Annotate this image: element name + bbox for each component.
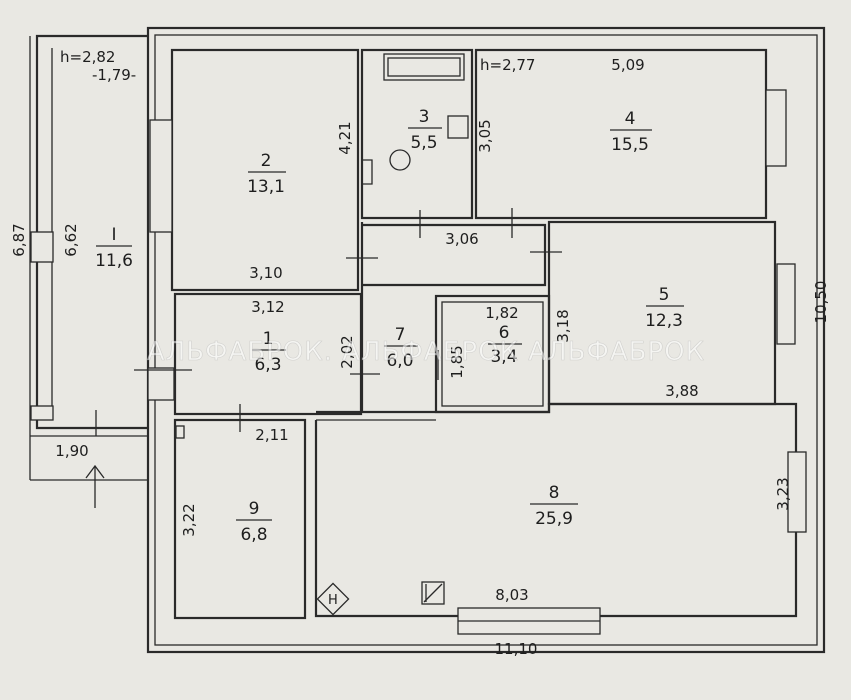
- svg-text:6,0: 6,0: [386, 351, 413, 371]
- dim-balcony-top: -1,79-: [92, 66, 136, 84]
- svg-text:6,3: 6,3: [254, 355, 281, 375]
- svg-text:9: 9: [249, 499, 260, 519]
- dim-room-2-side: 4,21: [336, 121, 354, 154]
- svg-text:1: 1: [263, 329, 274, 349]
- sink-icon: [447, 115, 469, 139]
- svg-text:I: I: [111, 225, 116, 245]
- entrance-arrow-icon: [85, 464, 105, 508]
- svg-text:7: 7: [395, 325, 406, 345]
- room-6-label: 6 3,4: [488, 323, 522, 367]
- door-markers: [95, 208, 562, 436]
- dim-room-4-side: 3,05: [476, 119, 494, 152]
- svg-text:8: 8: [549, 483, 560, 503]
- room-4-label: 4 15,5: [610, 109, 652, 155]
- svg-text:11,6: 11,6: [95, 251, 133, 271]
- dim-room-9-side: 3,22: [180, 503, 198, 536]
- room-8-outline: [314, 402, 798, 618]
- vent-icon: [175, 425, 185, 439]
- dim-room-1-top: 3,12: [251, 298, 284, 316]
- dim-room-4-width: 5,09: [611, 56, 644, 74]
- svg-text:6,8: 6,8: [240, 525, 267, 545]
- svg-text:4: 4: [625, 109, 636, 129]
- dim-room-6-width: 1,82: [485, 304, 518, 322]
- room-7-label: 7 6,0: [384, 325, 418, 371]
- room-9-label: 9 6,8: [236, 499, 272, 545]
- room-1-outline: [173, 292, 363, 416]
- dim-balcony-inner: 6,62: [62, 223, 80, 256]
- room-I-label: I 11,6: [95, 225, 133, 271]
- dim-hall-width: 3,06: [445, 230, 478, 248]
- svg-text:12,3: 12,3: [645, 311, 683, 331]
- svg-text:3,4: 3,4: [490, 347, 517, 367]
- electric-panel-icon: [421, 581, 445, 605]
- dim-room-6-side: 1,85: [448, 345, 466, 378]
- gas-boiler-icon: H: [316, 582, 350, 616]
- svg-text:13,1: 13,1: [247, 177, 285, 197]
- svg-text:5,5: 5,5: [410, 133, 437, 153]
- room-5-label: 5 12,3: [645, 285, 684, 331]
- main-height-label: h=2,77: [480, 56, 535, 74]
- outer-wall: [146, 26, 826, 654]
- bathtub-icon: [383, 53, 465, 81]
- balcony-height-label: h=2,82: [60, 48, 115, 66]
- svg-text:H: H: [328, 593, 338, 608]
- watermark: АЛЬФАБРОК. АЛЬФАБРОК АЛЬФАБРОК: [147, 337, 705, 367]
- room-8-label: 8 25,9: [530, 483, 578, 529]
- dim-room-5-bottom: 3,88: [665, 382, 698, 400]
- balcony-outline: [29, 34, 148, 481]
- dim-room-5-side: 3,18: [554, 309, 572, 342]
- svg-text:15,5: 15,5: [611, 135, 649, 155]
- toilet-icon: [389, 149, 411, 171]
- room-3-label: 3 5,5: [408, 107, 442, 153]
- dim-room-2-bottom: 3,10: [249, 264, 282, 282]
- room-7-outline: [362, 223, 547, 287]
- windows: [147, 89, 807, 635]
- dim-overall-width: 11,10: [495, 640, 538, 658]
- room-4-outline: [474, 48, 768, 220]
- svg-text:2: 2: [261, 151, 272, 171]
- dim-balcony-left: 6,87: [10, 223, 28, 256]
- outer-wall-inner-line: [154, 34, 818, 646]
- room-1-label: 1 6,3: [252, 329, 286, 375]
- dim-room-8-bottom: 8,03: [495, 586, 528, 604]
- svg-text:3: 3: [419, 107, 430, 127]
- dim-room-8-side: 3,23: [774, 477, 792, 510]
- dim-room-1-side: 2,02: [338, 335, 356, 368]
- svg-text:6: 6: [499, 323, 510, 343]
- room-3-outline: [360, 48, 474, 220]
- room-2-label: 2 13,1: [247, 151, 286, 197]
- svg-text:25,9: 25,9: [535, 509, 573, 529]
- dim-balcony-bottom: 1,90: [55, 442, 88, 460]
- dim-room-9-width: 2,11: [255, 426, 288, 444]
- dim-overall-height: 10,50: [812, 281, 830, 324]
- svg-text:5: 5: [659, 285, 670, 305]
